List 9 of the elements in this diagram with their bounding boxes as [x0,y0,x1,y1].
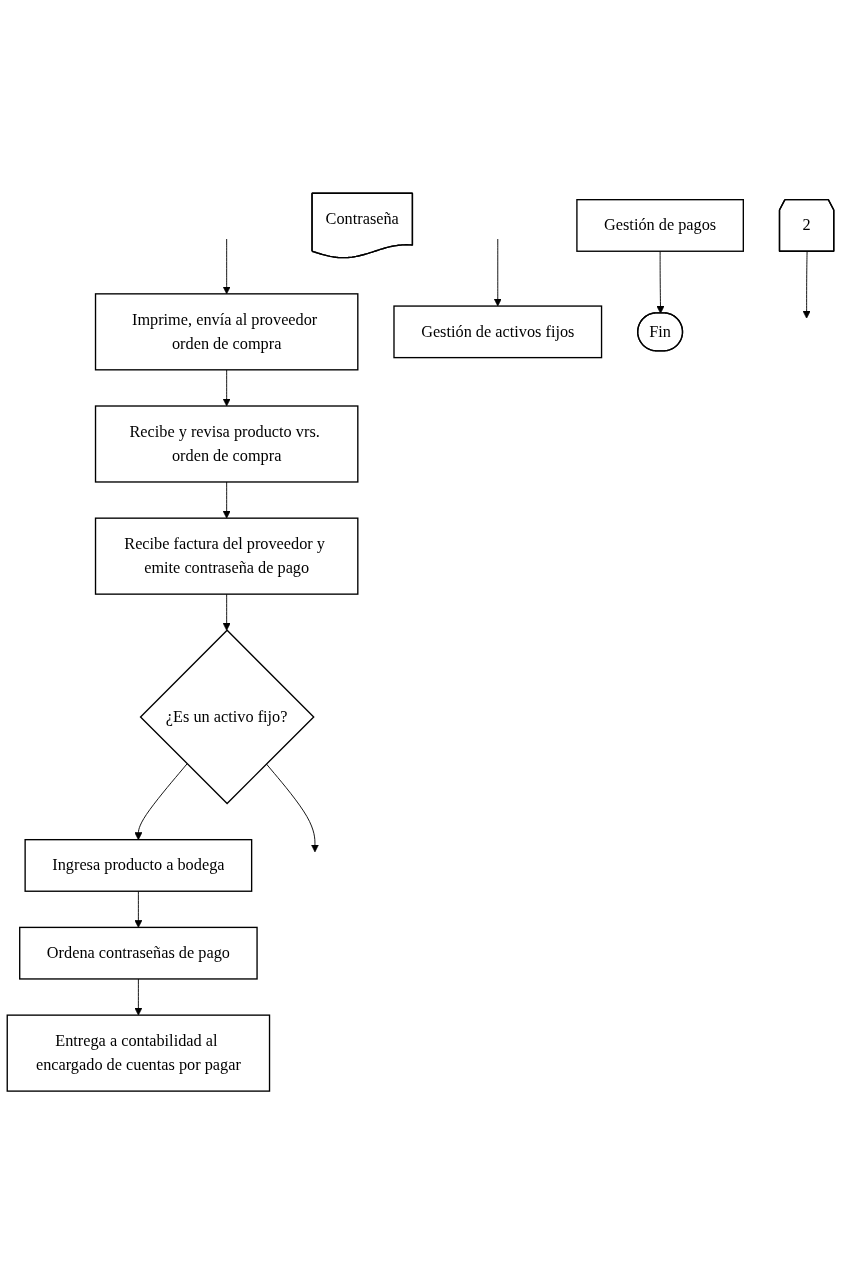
node-box: Recibe factura del proveedor y emite contraseña de pago [94,517,359,596]
node-box: Gestión de activos fijos [393,305,603,359]
node-box: Recibe y revisa producto vrs. orden de compra [94,405,359,483]
node-box: Gestión de pagos [576,199,744,253]
node-box: Ordena contraseñas de pago [19,927,258,980]
node-box: Imprime, envía al proveedor orden de compra [94,293,359,371]
node-diamond: ¿Es un activo fijo? [139,629,315,805]
node-box: Entrega a contabilidad al encargado de cuentas por pagar [6,1014,271,1093]
node-box: Ingresa producto a bodega [24,839,253,893]
